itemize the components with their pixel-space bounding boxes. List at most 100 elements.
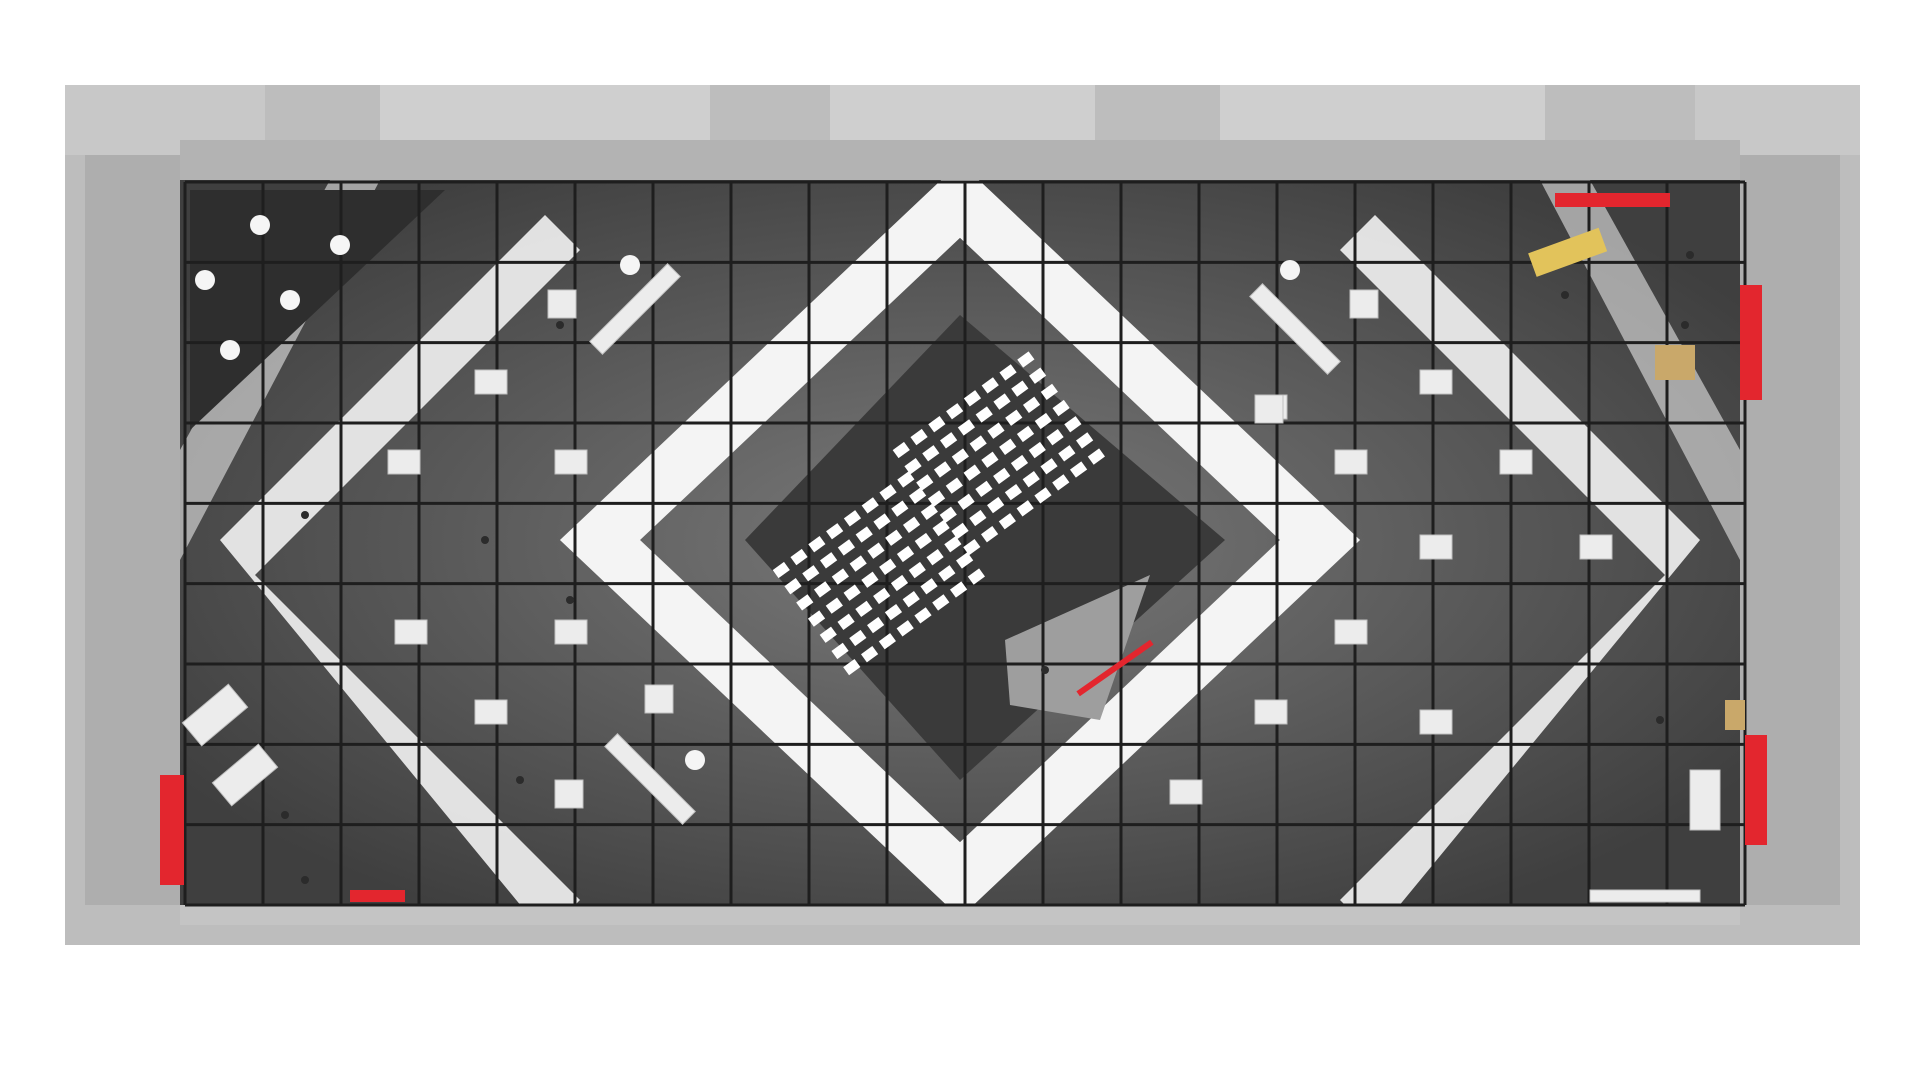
long-table-right-top <box>1249 283 1341 375</box>
seating-block-upper-seat-23 <box>1040 383 1058 401</box>
seating-block-upper-seat-37 <box>1028 441 1046 459</box>
seating-block-lower-seat-42 <box>867 616 885 634</box>
seating-block-lower-seat-0 <box>772 561 790 579</box>
seating-block-lower-seat-36 <box>890 574 909 592</box>
lounge-chairs <box>195 215 1300 770</box>
seating-block-upper-seat-12 <box>975 406 993 423</box>
seating-block-upper-seat-13 <box>993 393 1011 410</box>
seating-block-lower-seat-54 <box>949 581 968 598</box>
seating-block-lower <box>772 471 985 676</box>
seating-block-lower-seat-35 <box>873 587 891 605</box>
visitor-8 <box>516 776 524 784</box>
corner-dark-top-left <box>190 190 445 430</box>
wall-bay-2 <box>830 85 1095 140</box>
kiosk-4 <box>394 619 428 645</box>
seating-block-upper-seat-4 <box>963 390 982 407</box>
seating-block-lower-seat-47 <box>956 552 974 569</box>
seating-block-lower-seat-22 <box>902 516 921 533</box>
seating-block-lower-seat-29 <box>896 545 915 563</box>
seating-block-upper-seat-16 <box>916 474 934 491</box>
seating-block-lower-seat-24 <box>807 610 826 627</box>
seating-block-upper-seat-2 <box>928 416 946 433</box>
kiosk-2 <box>387 449 421 475</box>
seating-block-upper-seat-20 <box>987 422 1005 439</box>
counter-right-lower <box>1689 769 1721 831</box>
seating-block-lower-seat-26 <box>843 584 861 601</box>
chair-4 <box>280 290 300 310</box>
chair-5 <box>220 340 240 360</box>
center-seating-rows <box>772 351 1105 676</box>
seating-block-lower-seat-30 <box>914 532 932 550</box>
seating-block-lower-seat-11 <box>837 539 856 556</box>
seating-block-upper-seat-3 <box>946 403 964 420</box>
red-banner-bottom <box>350 890 405 902</box>
seating-block-lower-seat-9 <box>802 565 820 582</box>
stripe-right-diamond <box>1340 215 1700 905</box>
visitor-12 <box>301 876 309 884</box>
seating-block-lower-seat-52 <box>914 607 932 624</box>
seating-block-upper-seat-51 <box>1016 500 1034 517</box>
seating-block-upper-seat-6 <box>999 364 1017 381</box>
seating-block-lower-seat-44 <box>902 591 920 608</box>
visitor-3 <box>566 596 574 604</box>
seating-block-upper-seat-34 <box>975 480 993 498</box>
stripe-left-diamond <box>220 215 580 905</box>
long-table-left-bottom <box>604 733 696 825</box>
seating-block-lower-seat-27 <box>861 571 879 588</box>
table-left-lower-2 <box>211 743 279 807</box>
visitor-9 <box>281 811 289 819</box>
exhibit-furniture <box>181 263 1721 903</box>
seating-block-lower-seat-12 <box>855 526 873 543</box>
seating-block-upper-seat-15 <box>1029 367 1047 384</box>
seating-block-lower-seat-17 <box>813 581 832 598</box>
ceiling-truss-grid <box>183 180 1747 907</box>
seating-block-upper-seat-33 <box>957 493 975 510</box>
red-banner-right-1 <box>1740 285 1762 400</box>
seating-block-lower-seat-14 <box>891 500 909 517</box>
seating-block-lower-seat-18 <box>831 568 849 585</box>
seating-block-lower-seat-41 <box>849 629 867 647</box>
seating-block-lower-seat-50 <box>878 633 896 650</box>
wall-bay-1 <box>380 85 710 140</box>
seating-block-lower-seat-2 <box>808 536 826 553</box>
seating-block-lower-seat-5 <box>861 497 879 514</box>
chair-6 <box>620 255 640 275</box>
visitor-2 <box>481 536 489 544</box>
seating-block-lower-seat-1 <box>790 548 808 566</box>
red-banner-right-2 <box>1745 735 1767 845</box>
kiosk-10 <box>1334 619 1368 645</box>
wood-crate <box>1655 345 1695 380</box>
seating-block-lower-seat-4 <box>843 510 862 527</box>
kiosk-17 <box>547 289 577 319</box>
seating-block-lower-seat-19 <box>849 555 867 572</box>
seating-block-upper-seat-48 <box>963 538 981 556</box>
kiosk-21 <box>1254 394 1284 424</box>
seating-block-upper-seat-35 <box>993 467 1011 485</box>
hall-floor <box>180 180 1740 905</box>
seating-block-upper <box>892 351 1105 556</box>
seating-block-lower-seat-46 <box>938 565 956 582</box>
seating-block-upper-seat-43 <box>1004 483 1023 501</box>
seating-block-lower-seat-38 <box>926 548 944 566</box>
seating-block-upper-seat-55 <box>1087 448 1105 465</box>
seating-block-upper-seat-52 <box>1034 487 1052 504</box>
seating-block-lower-seat-55 <box>967 568 985 585</box>
kiosk-20 <box>644 684 674 714</box>
visitor-4 <box>301 511 309 519</box>
chair-8 <box>685 750 705 770</box>
seating-block-lower-seat-34 <box>855 600 873 618</box>
kiosk-15 <box>1254 699 1288 725</box>
seating-block-lower-seat-43 <box>884 603 903 621</box>
red-banner-left-1 <box>160 775 184 885</box>
seating-block-upper-seat-50 <box>998 513 1016 530</box>
seating-block-upper-seat-5 <box>981 377 999 394</box>
seating-block-lower-seat-3 <box>826 523 844 540</box>
seating-block-upper-seat-18 <box>951 448 969 465</box>
red-stage-strip <box>1076 639 1154 697</box>
visitor-7 <box>1681 321 1689 329</box>
seating-block-upper-seat-0 <box>892 441 910 459</box>
seating-block-upper-seat-42 <box>987 496 1005 514</box>
kiosk-12 <box>1419 709 1453 735</box>
